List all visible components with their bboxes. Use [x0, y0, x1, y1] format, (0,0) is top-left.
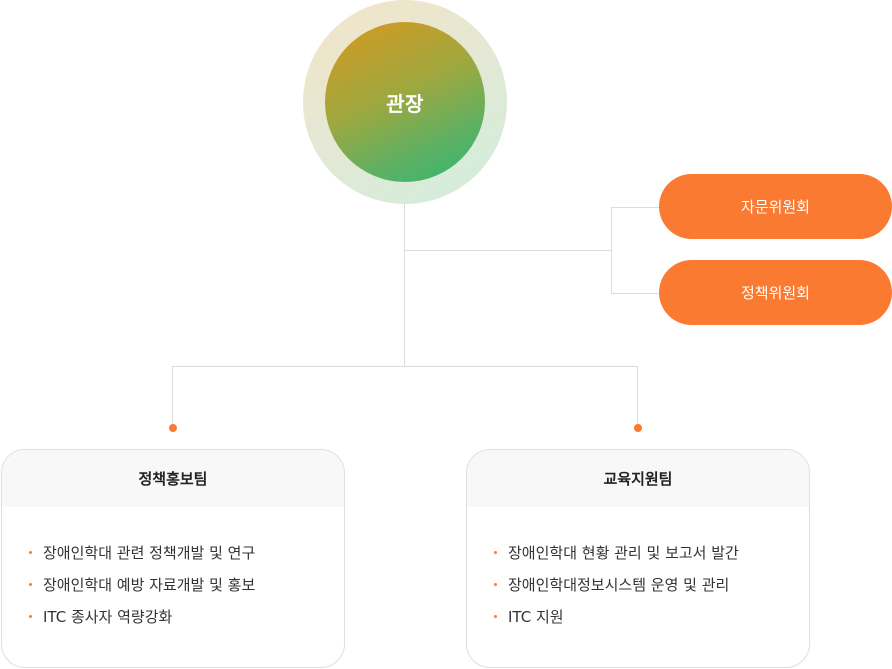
connector-team-1 [172, 366, 173, 428]
duty-item: ITC 종사자 역량강화 [29, 601, 344, 633]
duty-item: 장애인학대 현황 관리 및 보고서 발간 [494, 537, 809, 569]
bullet-icon [494, 551, 497, 554]
connector-committee-vertical [611, 207, 612, 293]
team-title: 정책홍보팀 [2, 450, 344, 507]
committee-policy: 정책위원회 [659, 260, 892, 325]
duty-item: 장애인학대정보시스템 운영 및 관리 [494, 569, 809, 601]
duty-text: 장애인학대정보시스템 운영 및 관리 [508, 576, 730, 594]
team-title: 교육지원팀 [467, 450, 809, 507]
team-duty-list: 장애인학대 현황 관리 및 보고서 발간 장애인학대정보시스템 운영 및 관리 … [467, 507, 809, 633]
committee-label: 정책위원회 [740, 284, 810, 302]
duty-item: 장애인학대 관련 정책개발 및 연구 [29, 537, 344, 569]
connector-head-vertical [404, 204, 405, 366]
head-node: 관장 [325, 22, 485, 182]
duty-item: ITC 지원 [494, 601, 809, 633]
committee-advisory: 자문위원회 [659, 174, 892, 239]
team-1-connector-dot [169, 424, 177, 432]
bullet-icon [29, 551, 32, 554]
duty-text: 장애인학대 관련 정책개발 및 연구 [43, 544, 256, 562]
duty-text: 장애인학대 예방 자료개발 및 홍보 [43, 576, 256, 594]
duty-text: 장애인학대 현황 관리 및 보고서 발간 [508, 544, 739, 562]
bullet-icon [29, 583, 32, 586]
connector-committee-2 [611, 293, 659, 294]
bullet-icon [29, 615, 32, 618]
connector-committee-1 [611, 207, 659, 208]
bullet-icon [494, 583, 497, 586]
committee-label: 자문위원회 [740, 198, 810, 216]
team-card-education-support: 교육지원팀 장애인학대 현황 관리 및 보고서 발간 장애인학대정보시스템 운영… [466, 449, 810, 668]
bullet-icon [494, 615, 497, 618]
team-2-connector-dot [634, 424, 642, 432]
connector-committee-horizontal [404, 250, 611, 251]
duty-text: ITC 지원 [508, 608, 564, 626]
head-label: 관장 [386, 91, 424, 116]
team-card-policy-pr: 정책홍보팀 장애인학대 관련 정책개발 및 연구 장애인학대 예방 자료개발 및… [1, 449, 345, 668]
duty-item: 장애인학대 예방 자료개발 및 홍보 [29, 569, 344, 601]
connector-team-2 [637, 366, 638, 428]
connector-teams-horizontal [172, 366, 638, 367]
team-duty-list: 장애인학대 관련 정책개발 및 연구 장애인학대 예방 자료개발 및 홍보 IT… [2, 507, 344, 633]
duty-text: ITC 종사자 역량강화 [43, 608, 173, 626]
